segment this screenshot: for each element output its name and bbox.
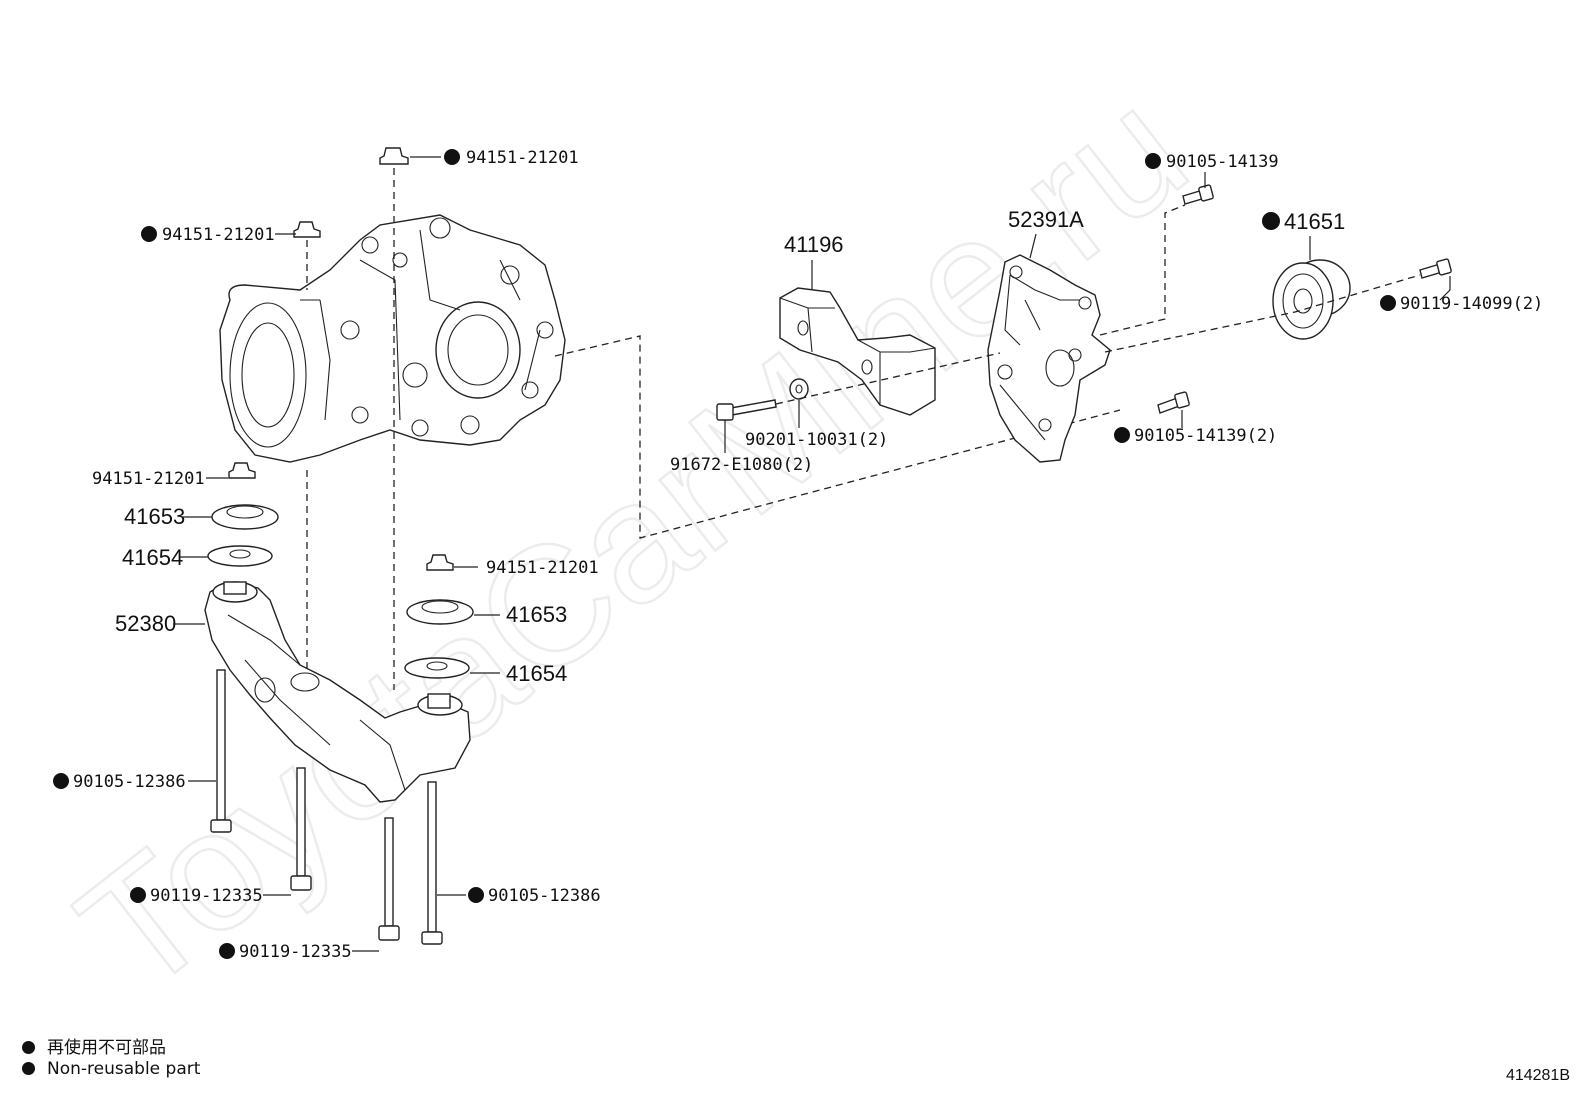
cap-right <box>426 554 454 571</box>
label-41654-left: 41654 <box>122 545 183 570</box>
watermark: ToyotaCarMine.ru <box>46 53 1220 1029</box>
bolt-90105-14139-mount <box>1157 391 1190 414</box>
label-41653-left: 41653 <box>124 504 185 529</box>
bullet-icon <box>22 1041 35 1054</box>
label-41196: 41196 <box>784 232 844 257</box>
label-bolt-c: 90119-12335 <box>239 942 352 962</box>
cap-mid <box>228 462 256 479</box>
label-bolt-stopper: 91672-E1080(2) <box>670 455 813 475</box>
label-bolt-d: 90105-12386 <box>488 886 601 906</box>
bolt-91672-E1080 <box>716 399 777 421</box>
bullet-icon <box>22 1062 35 1075</box>
legend-line-en: Non-reusable part <box>22 1059 200 1079</box>
bolt-90105-12386-d <box>421 781 443 945</box>
label-cap-left: 94151-21201 <box>162 225 275 245</box>
legend-line-jp: 再使用不可部品 <box>22 1033 166 1058</box>
cap-left <box>293 221 321 238</box>
label-bolt-a: 90105-12386 <box>73 772 186 792</box>
label-cap-mid: 94151-21201 <box>92 469 205 489</box>
label-cap-top: 94151-21201 <box>466 148 579 168</box>
bolt-90105-12386-a <box>210 669 232 833</box>
label-bolt-mount: 90105-14139(2) <box>1134 426 1277 446</box>
transmission-housing <box>219 214 566 463</box>
illustration-reference: 414281B <box>1505 1067 1570 1084</box>
label-bolt-b: 90119-12335 <box>150 886 263 906</box>
washer-90201-10031 <box>789 378 809 400</box>
insulator-41654-right <box>404 657 470 679</box>
label-41654-right: 41654 <box>506 661 567 686</box>
bracket-52380 <box>204 581 471 803</box>
label-52391A: 52391A <box>1008 207 1084 232</box>
bushing-41651 <box>1272 259 1351 340</box>
label-bolt-bushing: 90119-14099(2) <box>1400 294 1543 314</box>
bolt-90105-14139-top <box>1182 184 1214 205</box>
bolt-90119-12335-b <box>290 767 312 891</box>
insulator-41654-left <box>207 545 273 567</box>
insulator-41653-left <box>211 504 279 530</box>
cap-top <box>379 147 409 165</box>
mount-bracket-52391A <box>987 254 1111 463</box>
stopper-41196 <box>779 287 936 416</box>
label-52380: 52380 <box>115 611 176 636</box>
insulator-41653-right <box>406 599 474 625</box>
label-cap-right: 94151-21201 <box>486 558 599 578</box>
label-bolt-top: 90105-14139 <box>1166 152 1279 172</box>
label-41651: 41651 <box>1284 209 1345 234</box>
label-washer: 90201-10031(2) <box>745 430 888 450</box>
bolt-90119-14099 <box>1419 258 1452 279</box>
label-41653-right: 41653 <box>506 602 567 627</box>
bolt-90119-12335-c <box>378 817 400 941</box>
